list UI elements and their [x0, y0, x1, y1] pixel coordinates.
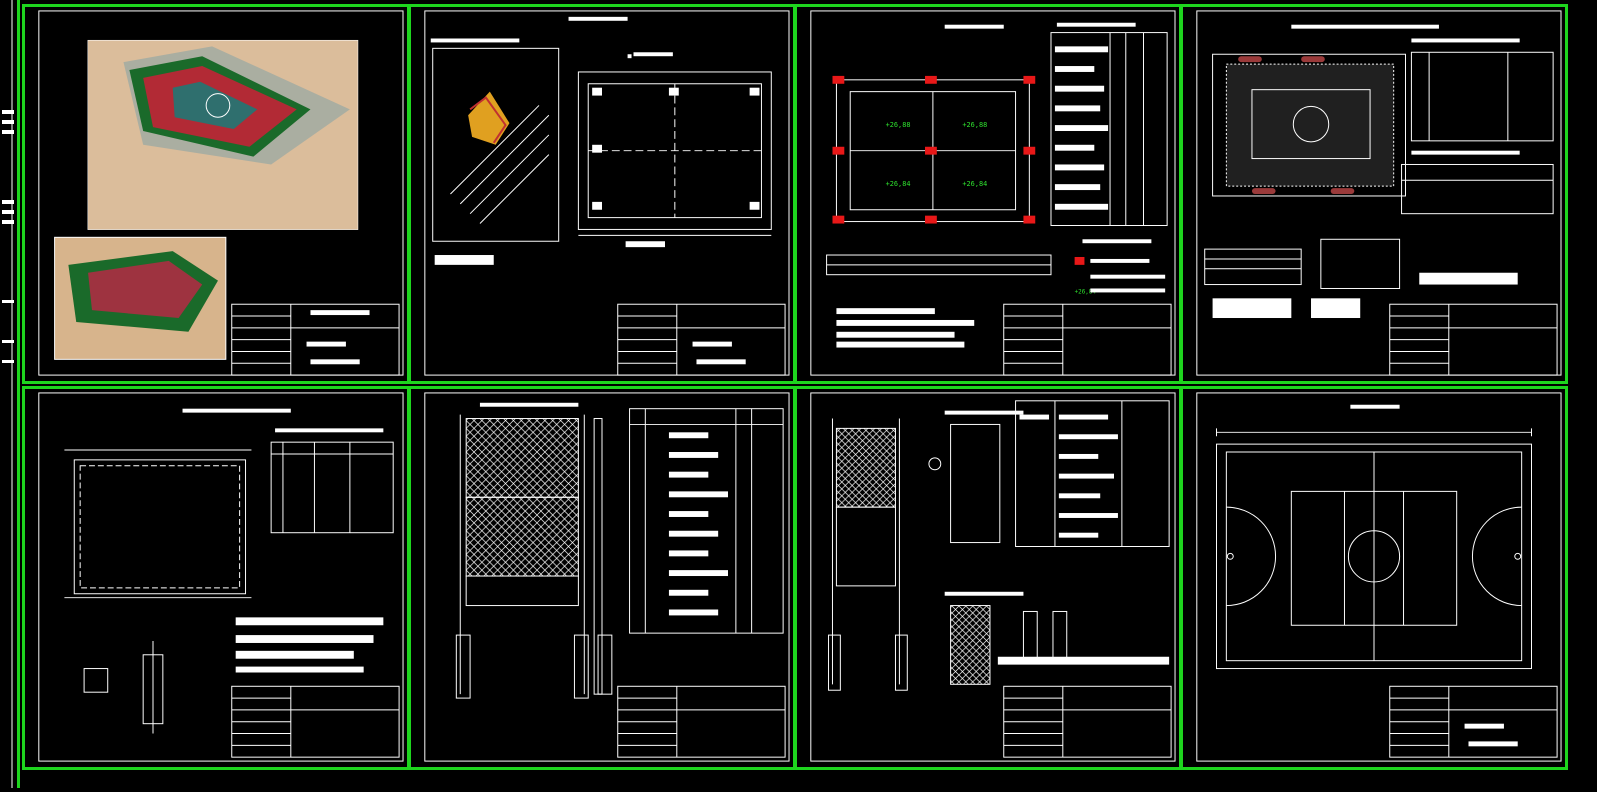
elevation-label: +26,88 [962, 121, 987, 129]
paving-plan-drawing [1196, 10, 1562, 376]
sheet-field-markings[interactable] [1180, 386, 1568, 770]
sheet-fence-panel-elevation[interactable] [408, 386, 796, 770]
field-outline [1216, 443, 1532, 670]
elevation-label: +26,84 [886, 180, 911, 188]
fence-layout-drawing [38, 392, 404, 762]
previous-sheet-titleblock [2, 0, 14, 788]
sheet-fence-details[interactable] [794, 386, 1182, 770]
specification-table [629, 408, 784, 634]
field-markings-drawing [1196, 392, 1562, 762]
sheet-render-views[interactable] [22, 4, 410, 384]
fence-details-drawing [810, 392, 1176, 762]
previous-sheet-strip[interactable] [0, 0, 20, 788]
court-layout [577, 71, 772, 236]
sheet-grading-plan[interactable]: +26,88 +26,88 +26,84 +26,84 +26,84 [794, 4, 1182, 384]
render-views-drawing [38, 10, 404, 376]
situation-plan [432, 47, 560, 242]
sheet-site-plan[interactable] [408, 4, 796, 384]
grading-plan-drawing: +26,88 +26,88 +26,84 +26,84 +26,84 [810, 10, 1176, 376]
sheet-paving-plan[interactable] [1180, 4, 1568, 384]
site-plan-drawing [424, 10, 790, 376]
titleblock [231, 303, 400, 376]
elevation-label: +26,84 [962, 180, 987, 188]
sheet-fence-layout[interactable] [22, 386, 410, 770]
legend-elevation: +26,84 [1075, 289, 1097, 295]
fence-panel-drawing [424, 392, 790, 762]
elevation-label: +26,88 [886, 121, 911, 129]
grading-table [1050, 32, 1168, 226]
